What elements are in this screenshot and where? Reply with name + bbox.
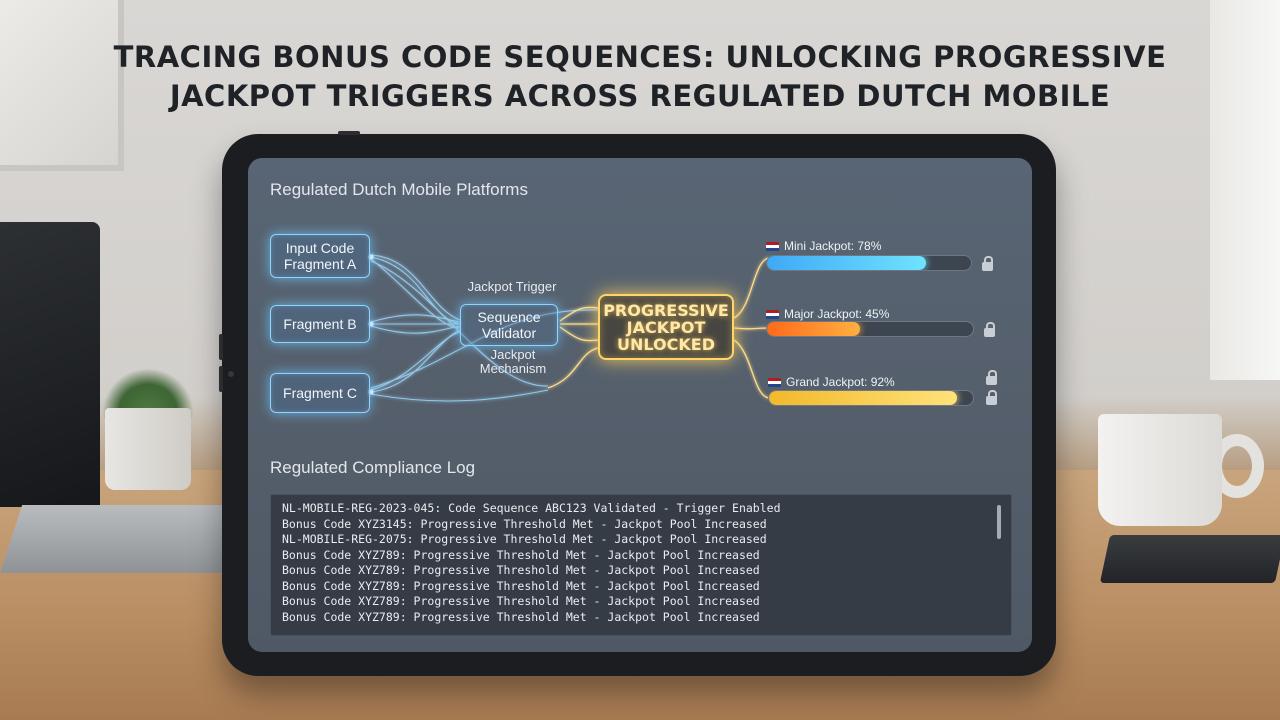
jackpot-trigger-label: Jackpot Trigger <box>467 279 557 294</box>
platforms-header: Regulated Dutch Mobile Platforms <box>270 180 528 199</box>
connection-a-validator-3 <box>370 258 461 329</box>
fragment-a-node[interactable]: Input Code Fragment A <box>270 234 370 278</box>
wall-picture-frame <box>0 0 124 171</box>
tablet-screen: Regulated Dutch Mobile Platforms <box>248 158 1032 652</box>
mini-jackpot-text: Mini Jackpot: 78% <box>784 239 882 253</box>
connection-mechanism-jackpot <box>547 347 599 389</box>
connection-jackpot-major <box>733 327 771 330</box>
grand-jackpot-label: Grand Jackpot: 92% <box>768 375 895 389</box>
major-jackpot-progress-fill <box>767 322 860 336</box>
lock-icon[interactable] <box>986 390 997 405</box>
validator-label-line-2: Validator <box>481 325 537 341</box>
connection-a-validator-1 <box>370 254 461 321</box>
grand-jackpot-progress-bar <box>768 390 974 406</box>
window-light <box>1210 0 1280 380</box>
page-title: TRACING BONUS CODE SEQUENCES: UNLOCKING … <box>40 38 1240 116</box>
lock-icon[interactable] <box>984 322 995 337</box>
compliance-log-header: Regulated Compliance Log <box>270 458 476 477</box>
mini-jackpot-progress-bar <box>766 255 972 271</box>
connection-b-validator-3 <box>370 325 461 334</box>
log-entry: Bonus Code XYZ789: Progressive Threshold… <box>282 594 760 608</box>
compliance-log-panel[interactable]: NL-MOBILE-REG-2023-045: Code Sequence AB… <box>270 494 1012 636</box>
front-camera <box>228 371 234 377</box>
laptop-keyboard <box>0 505 248 573</box>
netherlands-flag-icon <box>766 309 779 319</box>
log-entry: Bonus Code XYZ789: Progressive Threshold… <box>282 609 760 624</box>
plant-pot <box>105 408 191 490</box>
page-title-line-2: JACKPOT TRIGGERS ACROSS REGULATED DUTCH … <box>169 79 1111 113</box>
grand-jackpot-progress-fill <box>769 391 957 405</box>
lock-icon[interactable] <box>986 370 997 385</box>
log-entry: NL-MOBILE-REG-2075: Progressive Threshol… <box>282 532 767 546</box>
jackpot-mechanism-label: Jackpot Mechanism <box>468 348 558 376</box>
log-entry: Bonus Code XYZ789: Progressive Threshold… <box>282 578 760 593</box>
connection-b-validator-2 <box>370 314 461 323</box>
validator-label-line-1: Sequence <box>477 309 541 325</box>
netherlands-flag-icon <box>768 377 781 387</box>
progressive-jackpot-unlocked-node[interactable]: PROGRESSIVE JACKPOT UNLOCKED <box>598 294 734 360</box>
fragment-a-label-line-1: Input Code <box>285 240 355 256</box>
major-jackpot-progress-bar <box>766 321 974 337</box>
tablet-device: Regulated Dutch Mobile Platforms <box>219 131 1056 676</box>
fragment-c-node[interactable]: Fragment C <box>270 373 370 413</box>
fragment-b-node[interactable]: Fragment B <box>270 305 370 343</box>
major-jackpot-text: Major Jackpot: 45% <box>784 307 890 321</box>
jackpot-label-line-3: UNLOCKED <box>617 334 715 354</box>
mini-jackpot-progress-fill <box>767 256 927 270</box>
major-jackpot-label: Major Jackpot: 45% <box>766 307 889 321</box>
tablet-volume-down-button[interactable] <box>219 366 223 392</box>
mechanism-label-line-1: Jackpot <box>490 347 536 362</box>
mini-jackpot-label: Mini Jackpot: 78% <box>766 239 881 253</box>
connection-c-mechanism <box>370 389 549 402</box>
connection-validator-jackpot-2 <box>559 306 599 322</box>
compliance-log-list: NL-MOBILE-REG-2023-045: Code Sequence AB… <box>282 501 781 625</box>
log-entry: Bonus Code XYZ789: Progressive Threshold… <box>282 563 760 577</box>
tablet-volume-up-button[interactable] <box>219 334 223 360</box>
connection-jackpot-mini <box>733 257 771 319</box>
coffee-mug <box>1098 414 1222 526</box>
fragment-c-label: Fragment C <box>283 385 357 401</box>
notebook <box>1099 535 1280 583</box>
lock-icon[interactable] <box>982 256 993 271</box>
connection-c-validator-2 <box>370 331 461 391</box>
mechanism-label-line-2: Mechanism <box>479 361 547 376</box>
connection-jackpot-grand <box>733 339 771 399</box>
page-title-line-1: TRACING BONUS CODE SEQUENCES: UNLOCKING … <box>113 40 1167 74</box>
log-scrollbar[interactable] <box>997 505 1001 539</box>
log-entry: Bonus Code XYZ789: Progressive Threshold… <box>282 547 760 562</box>
grand-jackpot-text: Grand Jackpot: 92% <box>786 375 895 389</box>
sequence-validator-node[interactable]: Sequence Validator <box>460 304 558 346</box>
fragment-b-label: Fragment B <box>283 316 357 332</box>
connection-validator-jackpot-3 <box>559 326 599 342</box>
jackpot-label-line-2: JACKPOT <box>626 317 706 337</box>
log-entry: NL-MOBILE-REG-2023-045: Code Sequence AB… <box>282 501 781 515</box>
fragment-a-label-line-2: Fragment A <box>283 256 357 272</box>
log-entry: Bonus Code XYZ3145: Progressive Threshol… <box>282 516 767 531</box>
jackpot-label-line-1: PROGRESSIVE <box>603 300 729 320</box>
tablet-top-button[interactable] <box>338 131 360 135</box>
connection-c-jackpot <box>370 309 599 389</box>
laptop-screen <box>0 222 100 507</box>
connection-a-mechanism <box>370 260 549 387</box>
netherlands-flag-icon <box>766 241 779 251</box>
